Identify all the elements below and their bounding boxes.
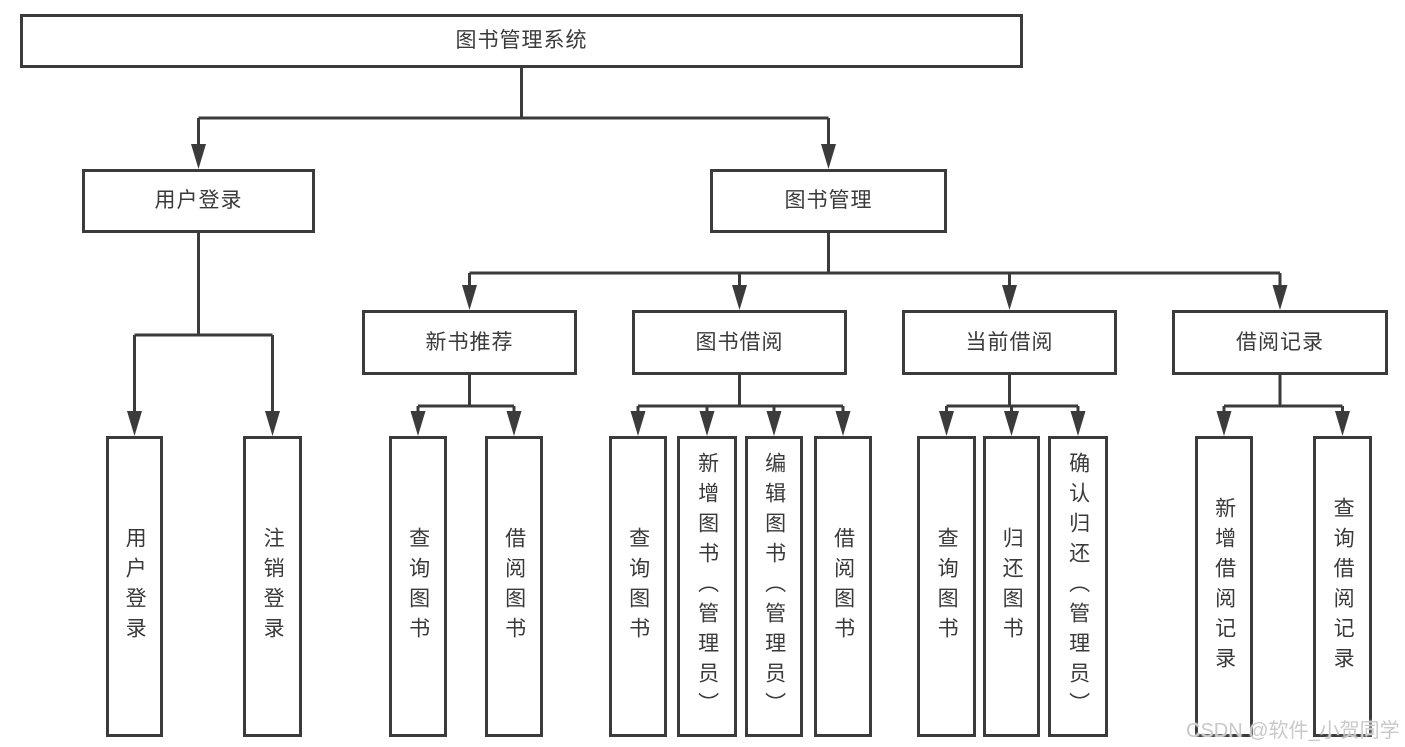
- node-query-books-recommend: 查询图书: [389, 436, 447, 737]
- node-borrow-books-borrowing: 借阅图书: [814, 436, 872, 737]
- node-label: 新增借阅记录: [1212, 496, 1236, 677]
- node-label: 用户登录: [154, 189, 243, 213]
- node-library-management-system: 图书管理系统: [20, 14, 1023, 68]
- node-borrowing-records: 借阅记录: [1172, 310, 1388, 375]
- node-confirm-return-admin: 确认归还（管理员）: [1048, 436, 1108, 737]
- node-logout-leaf: 注销登录: [243, 436, 302, 737]
- node-label: 借阅图书: [502, 526, 526, 647]
- node-label: 图书借阅: [695, 330, 784, 354]
- node-user-login-leaf: 用户登录: [106, 436, 163, 737]
- node-borrow-books-recommend: 借阅图书: [485, 436, 543, 737]
- node-add-books-admin: 新增图书（管理员）: [677, 436, 737, 737]
- node-label: 图书管理: [784, 189, 873, 213]
- node-label: 查询图书: [406, 526, 430, 647]
- node-label: 查询图书: [626, 526, 650, 647]
- node-label: 新增图书（管理员）: [695, 451, 719, 722]
- node-label: 当前借阅: [965, 330, 1054, 354]
- node-label: 查询借阅记录: [1331, 496, 1355, 677]
- node-new-book-recommendation: 新书推荐: [362, 310, 577, 375]
- node-label: 查询图书: [935, 526, 959, 647]
- node-label: 新书推荐: [425, 330, 514, 354]
- node-label: 用户登录: [123, 526, 147, 647]
- node-label: 确认归还（管理员）: [1066, 451, 1090, 722]
- csdn-watermark: CSDN @软件_小贺同学: [1186, 720, 1400, 742]
- node-query-books-current: 查询图书: [917, 436, 976, 737]
- node-label: 借阅图书: [831, 526, 855, 647]
- node-query-borrow-record: 查询借阅记录: [1313, 436, 1372, 737]
- node-return-books: 归还图书: [983, 436, 1040, 737]
- node-label: 注销登录: [261, 526, 285, 647]
- node-add-borrow-record: 新增借阅记录: [1195, 436, 1253, 737]
- node-label: 图书管理系统: [455, 29, 588, 53]
- node-user-login: 用户登录: [82, 169, 315, 233]
- node-edit-books-admin: 编辑图书（管理员）: [745, 436, 803, 737]
- node-label: 归还图书: [1000, 526, 1024, 647]
- node-query-books-borrowing: 查询图书: [609, 436, 667, 737]
- node-label: 借阅记录: [1236, 330, 1324, 354]
- node-book-borrowing: 图书借阅: [632, 310, 847, 375]
- node-label: 编辑图书（管理员）: [762, 451, 786, 722]
- node-book-management: 图书管理: [710, 169, 947, 233]
- node-current-borrowing: 当前借阅: [902, 310, 1117, 375]
